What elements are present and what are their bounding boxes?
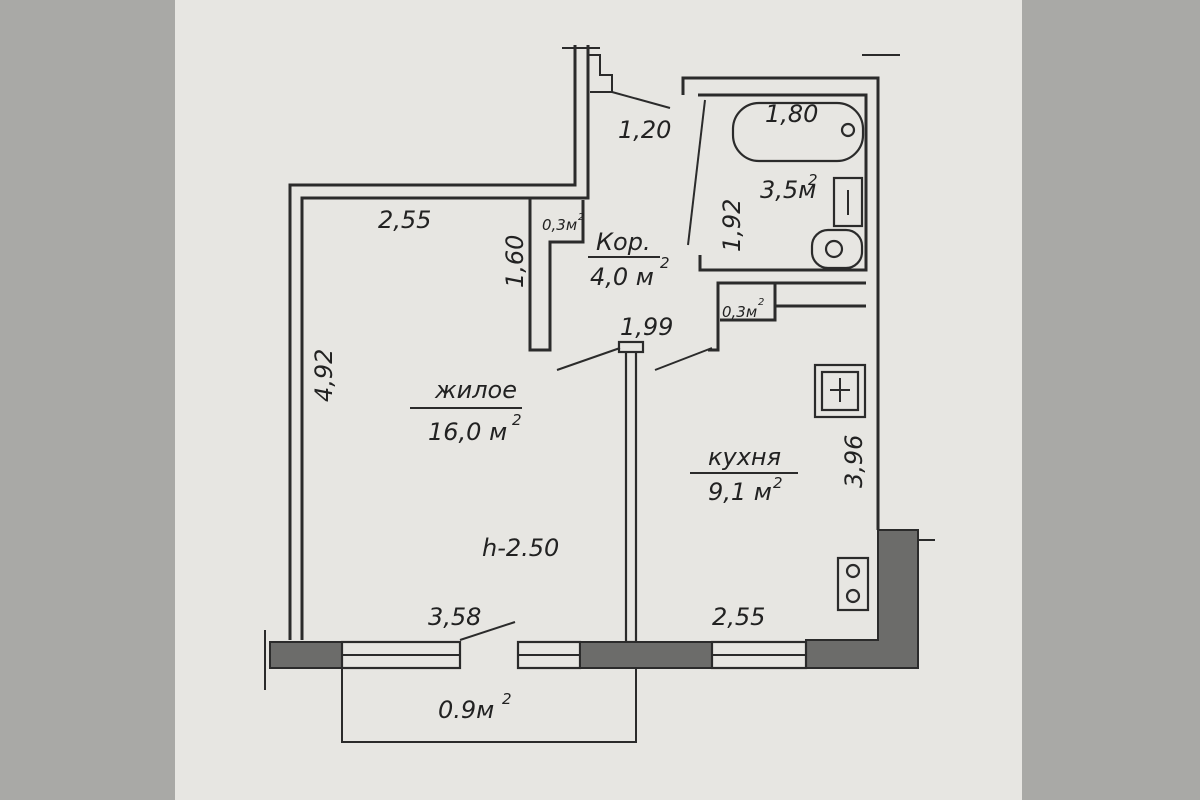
kitchen-area-sup: 2 xyxy=(773,474,783,492)
entry-door-swing xyxy=(611,91,671,109)
living-room-area: 16,0 м xyxy=(428,418,507,446)
bathroom-inner-wall xyxy=(698,93,868,272)
closet-2-area-sup: 2 xyxy=(758,297,764,308)
bathtub-drain xyxy=(840,122,856,138)
stove-burner-1 xyxy=(845,563,861,579)
stove-burner-2 xyxy=(845,588,861,604)
dim-entry-width: 1,20 xyxy=(618,116,671,144)
dim-bath-length: 1,80 xyxy=(765,100,818,128)
dim-living-bottom: 3,58 xyxy=(428,603,481,631)
ceiling-height: h-2.50 xyxy=(482,534,559,562)
dim-corridor-wall: 1,60 xyxy=(501,235,529,288)
dim-kitchen-bottom: 2,55 xyxy=(712,603,765,631)
balcony-area-sup: 2 xyxy=(502,690,512,708)
bathtub xyxy=(731,101,865,163)
bottom-wall-left xyxy=(269,641,343,669)
closet-1-area-sup: 2 xyxy=(578,212,584,223)
toilet-bowl xyxy=(824,239,844,259)
balcony-area: 0.9м xyxy=(438,696,494,724)
bathroom-sink xyxy=(832,176,864,228)
corridor-name: Кор. xyxy=(596,228,651,256)
kitchen-area: 9,1 м xyxy=(708,478,772,506)
entry-wall-jag xyxy=(588,54,613,93)
balcony-outline xyxy=(341,668,637,743)
living-inner-wall-line xyxy=(300,45,590,640)
kitchen-door-swing xyxy=(654,347,713,371)
bathroom-area: 3,5м xyxy=(760,176,816,204)
kitchen-closet-partition xyxy=(708,281,777,352)
partition-cap xyxy=(617,340,645,354)
kitchen-name: кухня xyxy=(708,443,781,471)
closet-2-area: 0,3м xyxy=(722,303,757,321)
dim-living-left: 4,92 xyxy=(310,349,338,402)
dim-bath-height: 1,92 xyxy=(718,199,746,252)
living-corridor-partition xyxy=(528,198,585,352)
bathroom-area-sup: 2 xyxy=(808,171,818,189)
living-door-swing xyxy=(556,347,621,371)
balcony-door-swing xyxy=(459,621,516,641)
bottom-wall-middle xyxy=(579,641,713,669)
dim-corridor-width: 1,99 xyxy=(620,313,673,341)
bathroom-outer-wall xyxy=(681,76,880,530)
corridor-area: 4,0 м xyxy=(590,263,654,291)
corridor-area-sup: 2 xyxy=(660,254,670,272)
bathroom-door-swing xyxy=(687,99,706,246)
living-outer-wall xyxy=(288,45,577,640)
central-partition xyxy=(624,348,638,644)
dim-living-top: 2,55 xyxy=(378,206,431,234)
closet-1-area: 0,3м xyxy=(542,216,577,234)
living-room-name: жилое xyxy=(434,376,517,404)
living-room-area-sup: 2 xyxy=(512,411,522,429)
dim-kitchen-right: 3,96 xyxy=(840,435,868,488)
